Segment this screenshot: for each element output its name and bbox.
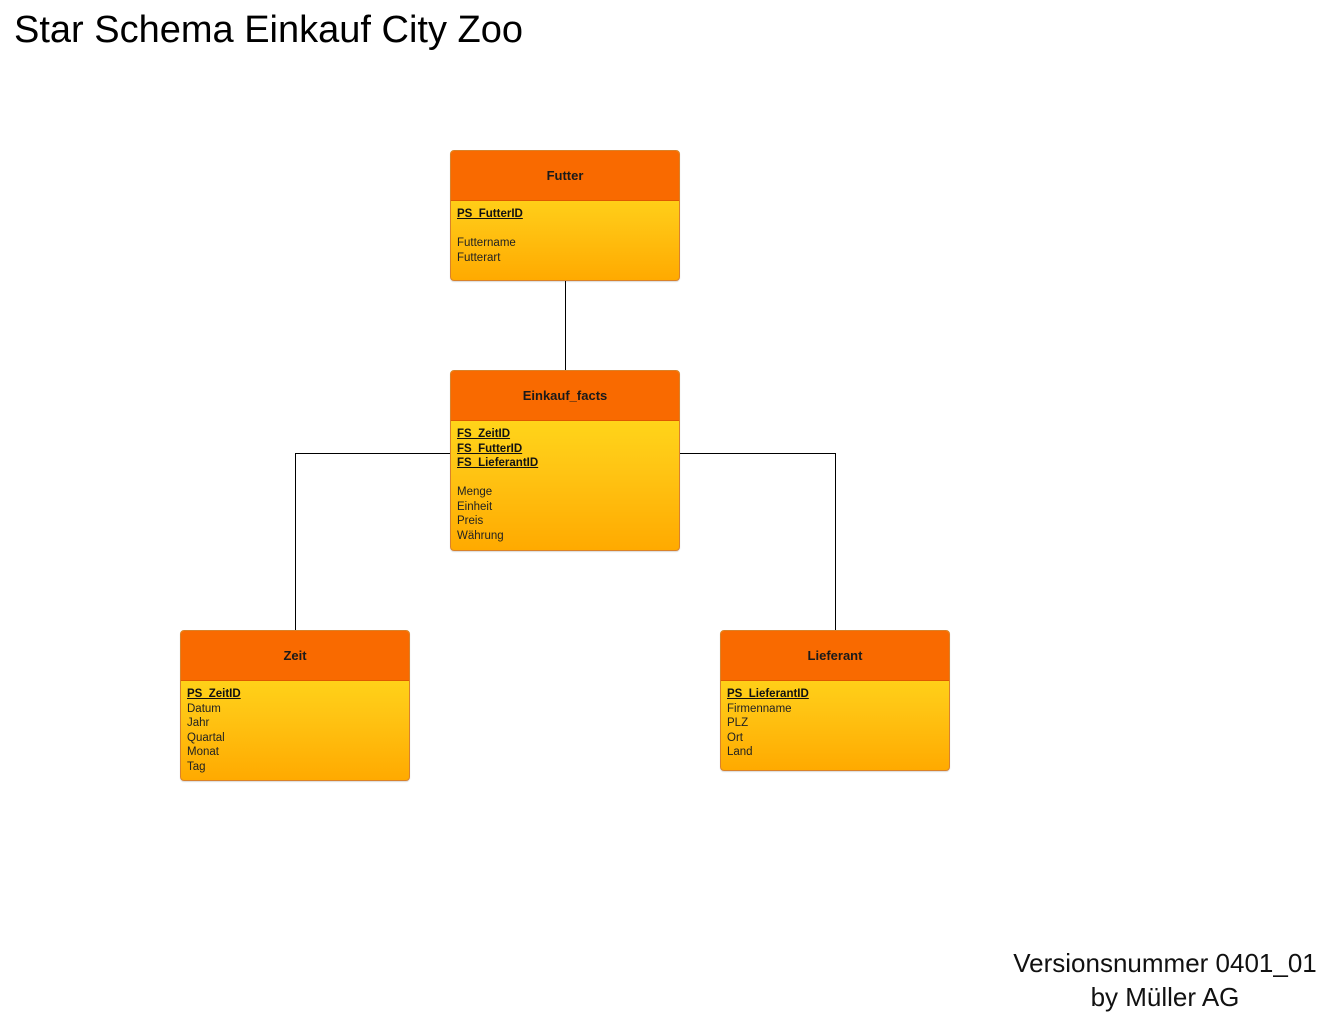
- foreign-key-futterid: FS_FutterID: [457, 442, 523, 455]
- entity-lieferant[interactable]: Lieferant PS_LieferantID Firmenname PLZ …: [720, 630, 950, 771]
- attribute-quartal: Quartal: [187, 731, 225, 744]
- version-footer: Versionsnummer 0401_01 by Müller AG: [1000, 946, 1330, 1014]
- entity-einkauf-facts-title: Einkauf_facts: [451, 371, 679, 421]
- attribute-datum: Datum: [187, 702, 221, 715]
- entity-lieferant-attributes: PS_LieferantID Firmenname PLZ Ort Land: [721, 681, 949, 766]
- entity-lieferant-title: Lieferant: [721, 631, 949, 681]
- primary-key-zeitid: PS_ZeitID: [187, 688, 241, 700]
- entity-zeit-attributes: PS_ZeitID Datum Jahr Quartal Monat Tag: [181, 681, 409, 780]
- entity-zeit[interactable]: Zeit PS_ZeitID Datum Jahr Quartal Monat …: [180, 630, 410, 781]
- author-credit: by Müller AG: [1090, 982, 1240, 1012]
- entity-zeit-title: Zeit: [181, 631, 409, 681]
- attribute-waehrung: Währung: [457, 529, 504, 542]
- attribute-ort: Ort: [727, 731, 743, 744]
- attribute-firmenname: Firmenname: [727, 702, 792, 715]
- entity-futter[interactable]: Futter PS_FutterID Futtername Futterart: [450, 150, 680, 281]
- primary-key-futterid: PS_FutterID: [457, 208, 523, 220]
- page-title: Star Schema Einkauf City Zoo: [14, 9, 523, 51]
- entity-futter-attributes: PS_FutterID Futtername Futterart: [451, 201, 679, 271]
- attribute-preis: Preis: [457, 515, 484, 527]
- attribute-einheit: Einheit: [457, 500, 493, 513]
- connector-einkauf-zeit: [295, 453, 450, 630]
- attribute-monat: Monat: [187, 746, 219, 758]
- entity-einkauf-facts[interactable]: Einkauf_facts FS_ZeitID FS_FutterID FS_L…: [450, 370, 680, 551]
- connector-einkauf-lieferant: [680, 453, 836, 630]
- attribute-futtername: Futtername: [457, 237, 516, 249]
- attribute-land: Land: [727, 746, 753, 758]
- attribute-tag: Tag: [187, 760, 206, 773]
- version-number: Versionsnummer 0401_01: [1013, 948, 1317, 978]
- primary-key-lieferantid: PS_LieferantID: [727, 688, 809, 700]
- attribute-plz: PLZ: [727, 717, 749, 729]
- foreign-key-zeitid: FS_ZeitID: [457, 428, 511, 440]
- entity-futter-title: Futter: [451, 151, 679, 201]
- attribute-menge: Menge: [457, 486, 493, 498]
- foreign-key-lieferantid: FS_LieferantID: [457, 457, 539, 469]
- entity-einkauf-facts-attributes: FS_ZeitID FS_FutterID FS_LieferantID Men…: [451, 421, 679, 549]
- attribute-jahr: Jahr: [187, 717, 210, 729]
- attribute-futterart: Futterart: [457, 251, 501, 264]
